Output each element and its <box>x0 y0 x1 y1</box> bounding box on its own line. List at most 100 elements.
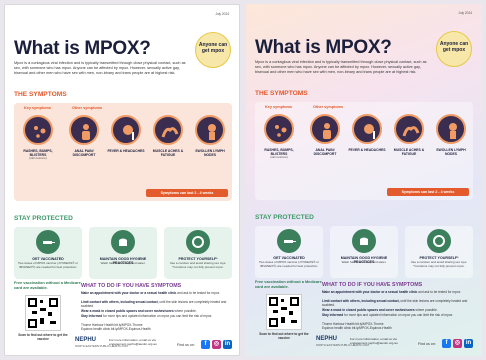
symptom-muscle-aches: MUSCLE ACHES & FATIGUE <box>148 115 188 157</box>
todo-item: Stay informed for more tips and updated … <box>322 313 454 317</box>
mpox-poster-white: July 2024 What is MPOX? Anyone can get m… <box>4 4 240 356</box>
free-vaccine-note: Free vaccination without a Medicare card… <box>255 279 322 289</box>
protect-title: GET VACCINATED <box>32 257 64 261</box>
todo-heading: WHAT TO DO IF YOU HAVE SYMPTOMS <box>81 283 182 289</box>
protect-yourself: PROTECT YOURSELF* Use a condom and avoid… <box>405 226 473 278</box>
muscle-icon <box>394 114 424 144</box>
hand-wash-icon <box>352 229 376 253</box>
hand-wash-icon <box>111 230 135 254</box>
nephu-logo: NEPHU <box>316 336 338 342</box>
poster-date: July 2024 <box>215 12 229 16</box>
symptom-lymph-nodes: SWOLLEN LYMPH NODES <box>431 114 471 156</box>
contact-text: For more information, email us via engag… <box>109 338 157 346</box>
symptom-label: RASHES, BUMPS, BLISTERS <box>264 148 294 157</box>
protect-title: MAINTAIN GOOD HYGIENE PRACTICES <box>99 257 147 265</box>
symptoms-heading: THE SYMPTOMS <box>255 90 308 97</box>
symptom-fever: FEVER & HEADACHES <box>106 115 146 153</box>
symptoms-heading: THE SYMPTOMS <box>14 91 67 98</box>
resource-link[interactable]: Thorne Harbour Health bit.ly/MPOX-Thorne <box>322 322 384 326</box>
symptoms-todo-panel: WHAT TO DO IF YOU HAVE SYMPTOMS Make an … <box>75 283 235 331</box>
bubble-text: Anyone can get mpox <box>198 42 228 54</box>
poster-footer: NEPHU NORTH EASTERN PUBLIC HEALTH UNIT F… <box>5 335 239 355</box>
bubble-text: Anyone can get mpox <box>439 41 469 53</box>
poster-title: What is MPOX? <box>14 38 151 59</box>
symptom-rashes: RASHES, BUMPS, BLISTERS (skin lesions) <box>259 114 299 160</box>
person-pain-icon <box>310 114 340 144</box>
other-symptoms-label: Other symptoms <box>313 105 344 109</box>
protect-text: Two doses of MPOX vaccine (JYNNEOS® or I… <box>258 260 320 268</box>
symptom-lymph-nodes: SWOLLEN LYMPH NODES <box>190 115 230 157</box>
symptom-anal-pain: ANAL PAIN/ DISCOMFORT <box>64 115 104 157</box>
protect-hygiene: MAINTAIN GOOD HYGIENE PRACTICES Wash han… <box>330 226 398 278</box>
symptom-rashes: RASHES, BUMPS, BLISTERS (skin lesions) <box>18 115 58 161</box>
instagram-icon[interactable]: ◎ <box>453 339 462 348</box>
symptom-label: ANAL PAIN/ DISCOMFORT <box>72 149 96 158</box>
linkedin-icon[interactable]: in <box>464 339 473 348</box>
symptoms-panel: Key symptoms Other symptoms RASHES, BUMP… <box>255 102 473 200</box>
linkedin-icon[interactable]: in <box>223 340 232 349</box>
nephu-logo: NEPHU <box>75 337 97 343</box>
protect-title: MAINTAIN GOOD HYGIENE PRACTICES <box>340 256 388 264</box>
symptom-sub: (skin lesions) <box>29 156 47 161</box>
symptom-duration-note: Symptoms can last 2 - 4 weeks <box>146 189 228 197</box>
poster-footer: NEPHU NORTH EASTERN PUBLIC HEALTH UNIT F… <box>246 334 482 356</box>
resource-link[interactable]: Thorne Harbour Health bit.ly/MPOX-Thorne <box>81 323 143 327</box>
instagram-icon[interactable]: ◎ <box>212 340 221 349</box>
todo-item: Make an appointment with your doctor or … <box>81 291 221 295</box>
free-vaccine-note: Free vaccination without a Medicare card… <box>14 280 81 290</box>
speech-bubble: Anyone can get mpox <box>436 31 472 67</box>
symptom-label: FEVER & HEADACHES <box>107 149 145 153</box>
facebook-icon[interactable]: f <box>201 340 210 349</box>
protect-text: Use a condom and avoid sharing sex toys.… <box>169 261 227 269</box>
resource-link[interactable]: Equinox health clinic bit.ly/MPOX-Equino… <box>81 327 151 331</box>
protect-yourself: PROTECT YOURSELF* Use a condom and avoid… <box>164 227 232 279</box>
todo-item: Limit contact with others, including sex… <box>322 299 468 307</box>
intro-paragraph: Mpox is a contagious viral infection and… <box>14 61 186 75</box>
qr-code[interactable] <box>25 295 61 331</box>
nephu-logo-sub: NORTH EASTERN PUBLIC HEALTH UNIT <box>316 343 370 347</box>
symptom-label: MUSCLE ACHES & FATIGUE <box>152 149 184 158</box>
todo-item: Limit contact with others, including sex… <box>81 300 227 308</box>
todo-item: Stay informed for more tips and updated … <box>81 314 213 318</box>
key-symptoms-label: Key symptoms <box>24 106 52 110</box>
todo-item: Make an appointment with your doctor or … <box>322 290 462 294</box>
symptom-fever: FEVER & HEADACHES <box>347 114 387 152</box>
poster-title: What is MPOX? <box>255 37 392 58</box>
symptom-label: ANAL PAIN/ DISCOMFORT <box>313 148 337 157</box>
contact-text: For more information, email us via engag… <box>350 337 398 345</box>
find-us-label: Find us on: <box>177 343 195 347</box>
rash-icon <box>264 114 294 144</box>
protect-title: PROTECT YOURSELF* <box>178 257 218 261</box>
nephu-logo-sub: NORTH EASTERN PUBLIC HEALTH UNIT <box>75 344 129 348</box>
qr-caption: Scan to find out where to get the vaccin… <box>259 332 309 340</box>
speech-bubble: Anyone can get mpox <box>195 32 231 68</box>
other-symptoms-label: Other symptoms <box>72 106 103 110</box>
protect-vaccinate: GET VACCINATED Two doses of MPOX vaccine… <box>14 227 82 279</box>
protect-text: Two doses of MPOX vaccine (JYNNEOS® or I… <box>17 261 79 269</box>
protect-text: Wash hands with soap and water. <box>100 261 146 265</box>
muscle-icon <box>153 115 183 145</box>
symptom-anal-pain: ANAL PAIN/ DISCOMFORT <box>305 114 345 156</box>
todo-item: Wear a mask in closed public spaces and … <box>322 308 438 312</box>
resource-link[interactable]: Equinox health clinic bit.ly/MPOX-Equino… <box>322 326 392 330</box>
find-us-label: Find us on: <box>418 342 436 346</box>
symptom-label: SWOLLEN LYMPH NODES <box>436 148 466 157</box>
key-symptoms-label: Key symptoms <box>265 105 293 109</box>
syringe-icon <box>277 229 301 253</box>
facebook-icon[interactable]: f <box>442 339 451 348</box>
protect-title: GET VACCINATED <box>273 256 305 260</box>
symptoms-panel: Key symptoms Other symptoms RASHES, BUMP… <box>14 103 232 201</box>
condom-icon <box>186 230 210 254</box>
rash-icon <box>23 115 53 145</box>
fever-icon <box>111 115 141 145</box>
symptom-sub: (skin lesions) <box>270 155 288 160</box>
qr-code[interactable] <box>266 294 302 330</box>
neck-icon <box>195 115 225 145</box>
todo-item: Wear a mask in closed public spaces and … <box>81 309 197 313</box>
protect-hygiene: MAINTAIN GOOD HYGIENE PRACTICES Wash han… <box>89 227 157 279</box>
stay-protected-heading: STAY PROTECTED <box>255 214 314 221</box>
person-pain-icon <box>69 115 99 145</box>
symptom-label: SWOLLEN LYMPH NODES <box>195 149 225 158</box>
poster-date: July 2024 <box>458 11 472 15</box>
todo-heading: WHAT TO DO IF YOU HAVE SYMPTOMS <box>322 282 423 288</box>
